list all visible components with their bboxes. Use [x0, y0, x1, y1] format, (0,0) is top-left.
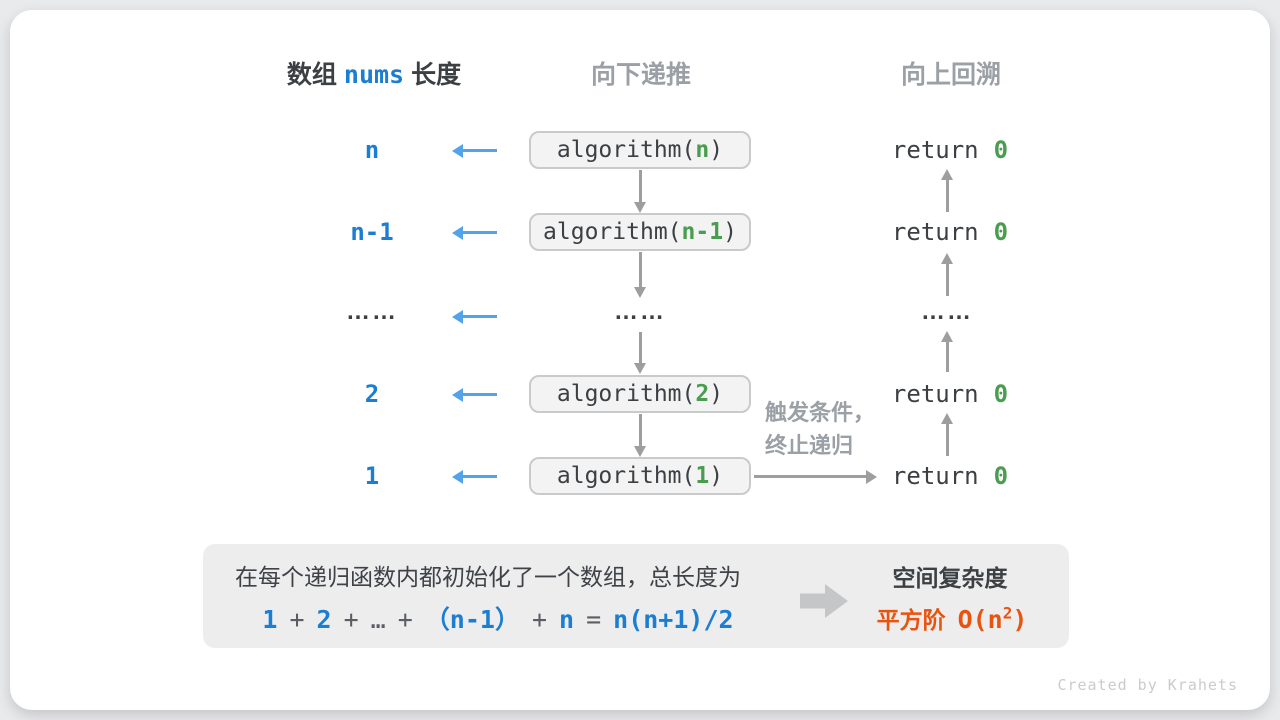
call-text: algorithm( — [556, 137, 696, 163]
column-header-recurse-down: 向下递推 — [590, 61, 692, 89]
base-case-annotation: 触发条件， 终止递归 — [765, 396, 875, 462]
call-box-2: algorithm(2) — [529, 375, 751, 413]
left-arrow-icon — [452, 469, 497, 484]
call-arg: 2 — [695, 381, 710, 407]
call-box-n: algorithm(n) — [529, 131, 751, 169]
order-label: 平方阶 — [876, 607, 946, 633]
formula-term: 1 — [262, 605, 278, 634]
length-label-n-1: n-1 — [350, 218, 394, 246]
down-arrow-icon — [634, 170, 646, 213]
ellipsis-right: …… — [921, 298, 973, 325]
call-close: ) — [709, 463, 724, 489]
space-complexity-title: 空间复杂度 — [892, 565, 1008, 591]
up-arrow-icon — [941, 413, 953, 456]
up-arrow-icon — [941, 331, 953, 372]
big-o-notation: O(n2) — [957, 603, 1028, 634]
call-close: ) — [709, 137, 724, 163]
annotation-line1: 触发条件， — [765, 400, 876, 425]
formula-equals: = — [586, 605, 602, 634]
return-keyword: return — [891, 462, 979, 490]
formula-ellipsis: … — [370, 605, 386, 634]
call-arg: n — [695, 137, 710, 163]
call-box-n-1: algorithm(n-1) — [529, 213, 751, 251]
ellipsis-middle: …… — [614, 298, 666, 325]
return-value: 0 — [993, 462, 1009, 490]
return-value: 0 — [993, 218, 1009, 246]
formula-term: （n-1） — [424, 605, 520, 634]
formula-term: 2 — [316, 605, 332, 634]
return-keyword: return — [891, 136, 979, 164]
down-arrow-icon — [634, 332, 646, 374]
up-arrow-icon — [941, 169, 953, 212]
formula-result: n(n+1)/2 — [613, 605, 734, 634]
return-keyword: return — [891, 218, 979, 246]
column-header-backtrack-up: 向上回溯 — [900, 61, 1002, 89]
formula-operator: + — [531, 605, 548, 634]
down-arrow-icon — [634, 414, 646, 457]
left-arrow-icon — [452, 143, 497, 158]
length-label-1: 1 — [364, 462, 380, 490]
formula-operator: + — [397, 605, 413, 634]
formula-operator: + — [289, 605, 305, 634]
left-arrow-icon — [452, 309, 497, 324]
header-array-prefix: 数组 — [286, 61, 337, 89]
call-arg: n-1 — [681, 219, 724, 245]
call-arg: 1 — [695, 463, 710, 489]
return-statement: return 0 — [892, 136, 1008, 164]
left-arrow-icon — [452, 387, 497, 402]
down-arrow-icon — [634, 252, 646, 298]
right-arrow-icon — [754, 469, 877, 484]
credit-text: Created by Krahets — [1057, 676, 1238, 694]
call-close: ) — [709, 381, 724, 407]
call-text: algorithm( — [543, 219, 682, 245]
ellipsis-label: …… — [346, 298, 398, 325]
formula-operator: + — [343, 605, 359, 634]
formula-term: n — [559, 605, 575, 634]
call-text: algorithm( — [556, 463, 696, 489]
annotation-line2: 终止递归 — [765, 433, 854, 458]
summary-text: 在每个递归函数内都初始化了一个数组，总长度为 — [235, 564, 741, 590]
summary-panel — [203, 544, 1069, 648]
complexity-result: 平方阶 O(n2) — [877, 601, 1028, 635]
call-text: algorithm( — [556, 381, 696, 407]
return-keyword: return — [891, 380, 979, 408]
return-value: 0 — [993, 380, 1009, 408]
call-close: ) — [723, 219, 737, 245]
up-arrow-icon — [941, 253, 953, 296]
length-label-n: n — [364, 136, 380, 164]
header-array-suffix: 长度 — [411, 61, 462, 89]
left-arrow-icon — [452, 225, 497, 240]
return-statement: return 0 — [892, 380, 1008, 408]
return-statement: return 0 — [892, 218, 1008, 246]
return-statement: return 0 — [892, 462, 1008, 490]
return-value: 0 — [993, 136, 1009, 164]
call-box-1: algorithm(1) — [529, 457, 751, 495]
header-nums-code: nums — [343, 60, 405, 89]
summary-formula: 1 + 2 + … + （n-1） + n = n(n+1)/2 — [256, 600, 739, 636]
length-label-2: 2 — [364, 380, 380, 408]
